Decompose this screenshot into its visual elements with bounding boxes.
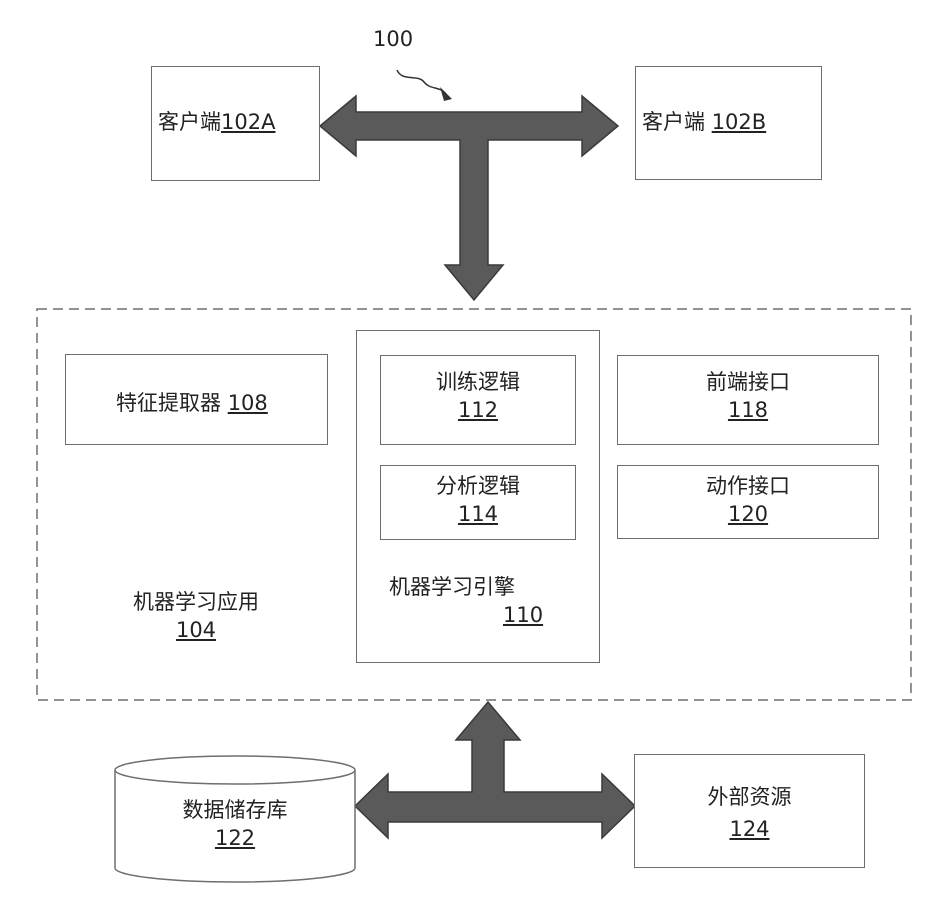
- external-resources-name: 外部资源: [635, 781, 864, 813]
- client-a-box[interactable]: 客户端102A: [151, 66, 320, 181]
- external-resources-box[interactable]: 外部资源 124: [634, 754, 865, 868]
- training-logic-label: 训练逻辑 112: [381, 368, 575, 424]
- ml-app-ref: 104: [96, 616, 296, 644]
- analysis-logic-label: 分析逻辑 114: [381, 472, 575, 528]
- data-repository-ref: 122: [115, 824, 355, 852]
- client-b-box[interactable]: 客户端 102B: [635, 66, 822, 180]
- training-logic-name: 训练逻辑: [381, 368, 575, 396]
- client-a-ref: 102A: [221, 110, 275, 134]
- analysis-logic-name: 分析逻辑: [381, 472, 575, 500]
- bottom-t-arrow: [355, 702, 635, 838]
- figure-ref-label: 100: [373, 27, 413, 51]
- action-interface-name: 动作接口: [618, 472, 878, 500]
- analysis-logic-ref: 114: [381, 500, 575, 528]
- training-logic-box[interactable]: 训练逻辑 112: [380, 355, 576, 445]
- action-interface-ref: 120: [618, 500, 878, 528]
- ml-engine-ref: 110: [503, 603, 543, 627]
- client-b-name: 客户端: [642, 110, 712, 134]
- frontend-interface-box[interactable]: 前端接口 118: [617, 355, 879, 445]
- action-interface-box[interactable]: 动作接口 120: [617, 465, 879, 539]
- data-repository-label[interactable]: 数据储存库 122: [115, 796, 355, 852]
- ml-app-name: 机器学习应用: [96, 588, 296, 616]
- top-t-arrow: [320, 96, 618, 300]
- feature-extractor-name: 特征提取器: [116, 391, 228, 415]
- feature-extractor-label: 特征提取器 108: [116, 387, 268, 417]
- feature-extractor-box[interactable]: 特征提取器 108: [65, 354, 328, 445]
- client-b-ref: 102B: [712, 110, 767, 134]
- action-interface-label: 动作接口 120: [618, 472, 878, 528]
- figure-ref-leader: [397, 70, 446, 94]
- analysis-logic-box[interactable]: 分析逻辑 114: [380, 465, 576, 540]
- external-resources-label: 外部资源 124: [635, 781, 864, 845]
- client-b-label: 客户端 102B: [642, 106, 766, 136]
- frontend-interface-ref: 118: [618, 396, 878, 424]
- feature-extractor-ref: 108: [228, 391, 268, 415]
- data-repository-name: 数据储存库: [115, 796, 355, 824]
- client-a-name: 客户端: [158, 110, 221, 134]
- ml-engine-name: 机器学习引擎: [389, 571, 515, 601]
- external-resources-ref: 124: [635, 813, 864, 845]
- ml-app-label: 机器学习应用 104: [96, 588, 296, 644]
- figure-ref-arrowhead: [440, 87, 452, 101]
- training-logic-ref: 112: [381, 396, 575, 424]
- frontend-interface-name: 前端接口: [618, 368, 878, 396]
- client-a-label: 客户端102A: [158, 106, 275, 136]
- frontend-interface-label: 前端接口 118: [618, 368, 878, 424]
